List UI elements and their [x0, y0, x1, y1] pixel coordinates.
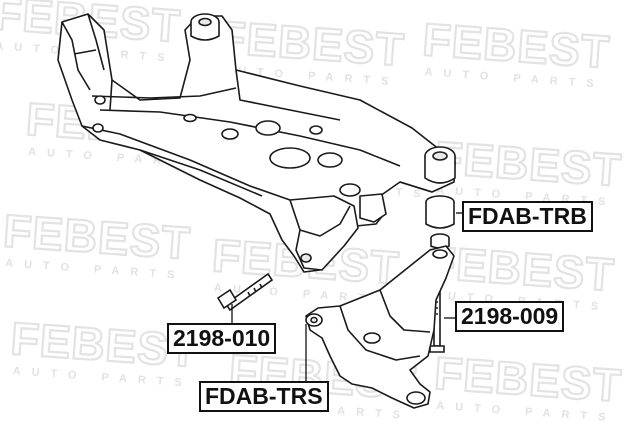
leader-lines [231, 212, 462, 382]
part-label-fdab-trb: FDAB-TRB [462, 201, 593, 232]
bushing-fdab-trb [425, 195, 455, 249]
part-label-fdab-trs: FDAB-TRS [199, 381, 329, 412]
part-label-2198-010: 2198-010 [167, 323, 277, 354]
lower-control-arm [305, 245, 455, 409]
svg-text:FEBEST: FEBEST [2, 204, 193, 269]
subframe-crossmember [57, 13, 456, 273]
watermark-row-1: FEBEST AUTO PARTS FEBEST AUTO PARTS FEBE… [0, 0, 613, 91]
part-label-2198-009: 2198-009 [455, 301, 565, 332]
bolt-2198-010 [216, 272, 274, 312]
